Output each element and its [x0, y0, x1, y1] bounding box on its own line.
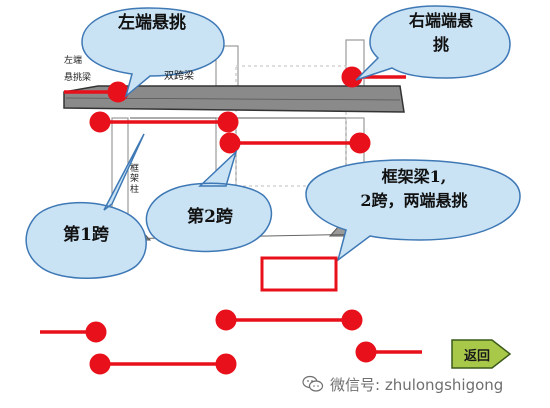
callout-span1 — [25, 133, 147, 279]
legend-span2-start-dot — [215, 309, 237, 331]
legend-right-overhang-dot — [355, 341, 377, 363]
span1-start-dot — [89, 111, 111, 133]
watermark-text: 微信号: zhulongshigong — [330, 375, 504, 394]
sketch-panel — [235, 65, 347, 187]
watermark: 微信号: zhulongshigong — [302, 372, 542, 396]
callout-left-overhang — [81, 7, 225, 99]
label-left-end: 左端 — [64, 56, 83, 66]
callout-right-overhang — [355, 5, 511, 81]
legend-span1-start-dot — [89, 353, 111, 375]
wechat-icon — [302, 375, 324, 392]
callout-left-overhang-shape — [81, 7, 225, 99]
callout-span2-text: 第2跨 — [187, 207, 233, 227]
callout-span2 — [145, 149, 273, 253]
return-button[interactable] — [452, 340, 510, 368]
left-overhang-dot — [107, 81, 129, 103]
label-cantilever-beam: 悬挑梁 — [64, 73, 92, 83]
callout-right-overhang-line2: 挑 — [432, 35, 449, 54]
callout-frame-beam-line2: 2跨，两端悬挑 — [360, 191, 468, 210]
label-double-span-beam: 双跨梁 — [164, 71, 194, 82]
span2-end-dot — [349, 132, 371, 154]
highlight-rectangle — [260, 256, 338, 292]
label-frame-column: 框 架 柱 — [130, 164, 140, 195]
span1-end-dot — [217, 111, 239, 133]
legend-span2-end-dot — [341, 309, 363, 331]
callout-frame-beam — [305, 159, 521, 262]
callout-span1-shape — [25, 133, 147, 279]
callout-span1-text: 第1跨 — [63, 225, 109, 245]
callout-frame-beam-line1: 框架梁1, — [381, 167, 447, 186]
callout-frame-beam-shape — [305, 159, 521, 262]
callout-left-overhang-text: 左端悬挑 — [118, 13, 186, 33]
legend-left-overhang-dot — [85, 321, 107, 343]
return-button-shape[interactable] — [451, 339, 512, 369]
span2-start-dot — [219, 132, 241, 154]
callout-right-overhang-shape — [355, 5, 511, 81]
callout-right-overhang-line1: 右端端悬 — [408, 11, 473, 30]
legend-span1-end-dot — [215, 353, 237, 375]
legend-segments — [40, 309, 422, 375]
callout-span2-shape — [145, 149, 273, 253]
